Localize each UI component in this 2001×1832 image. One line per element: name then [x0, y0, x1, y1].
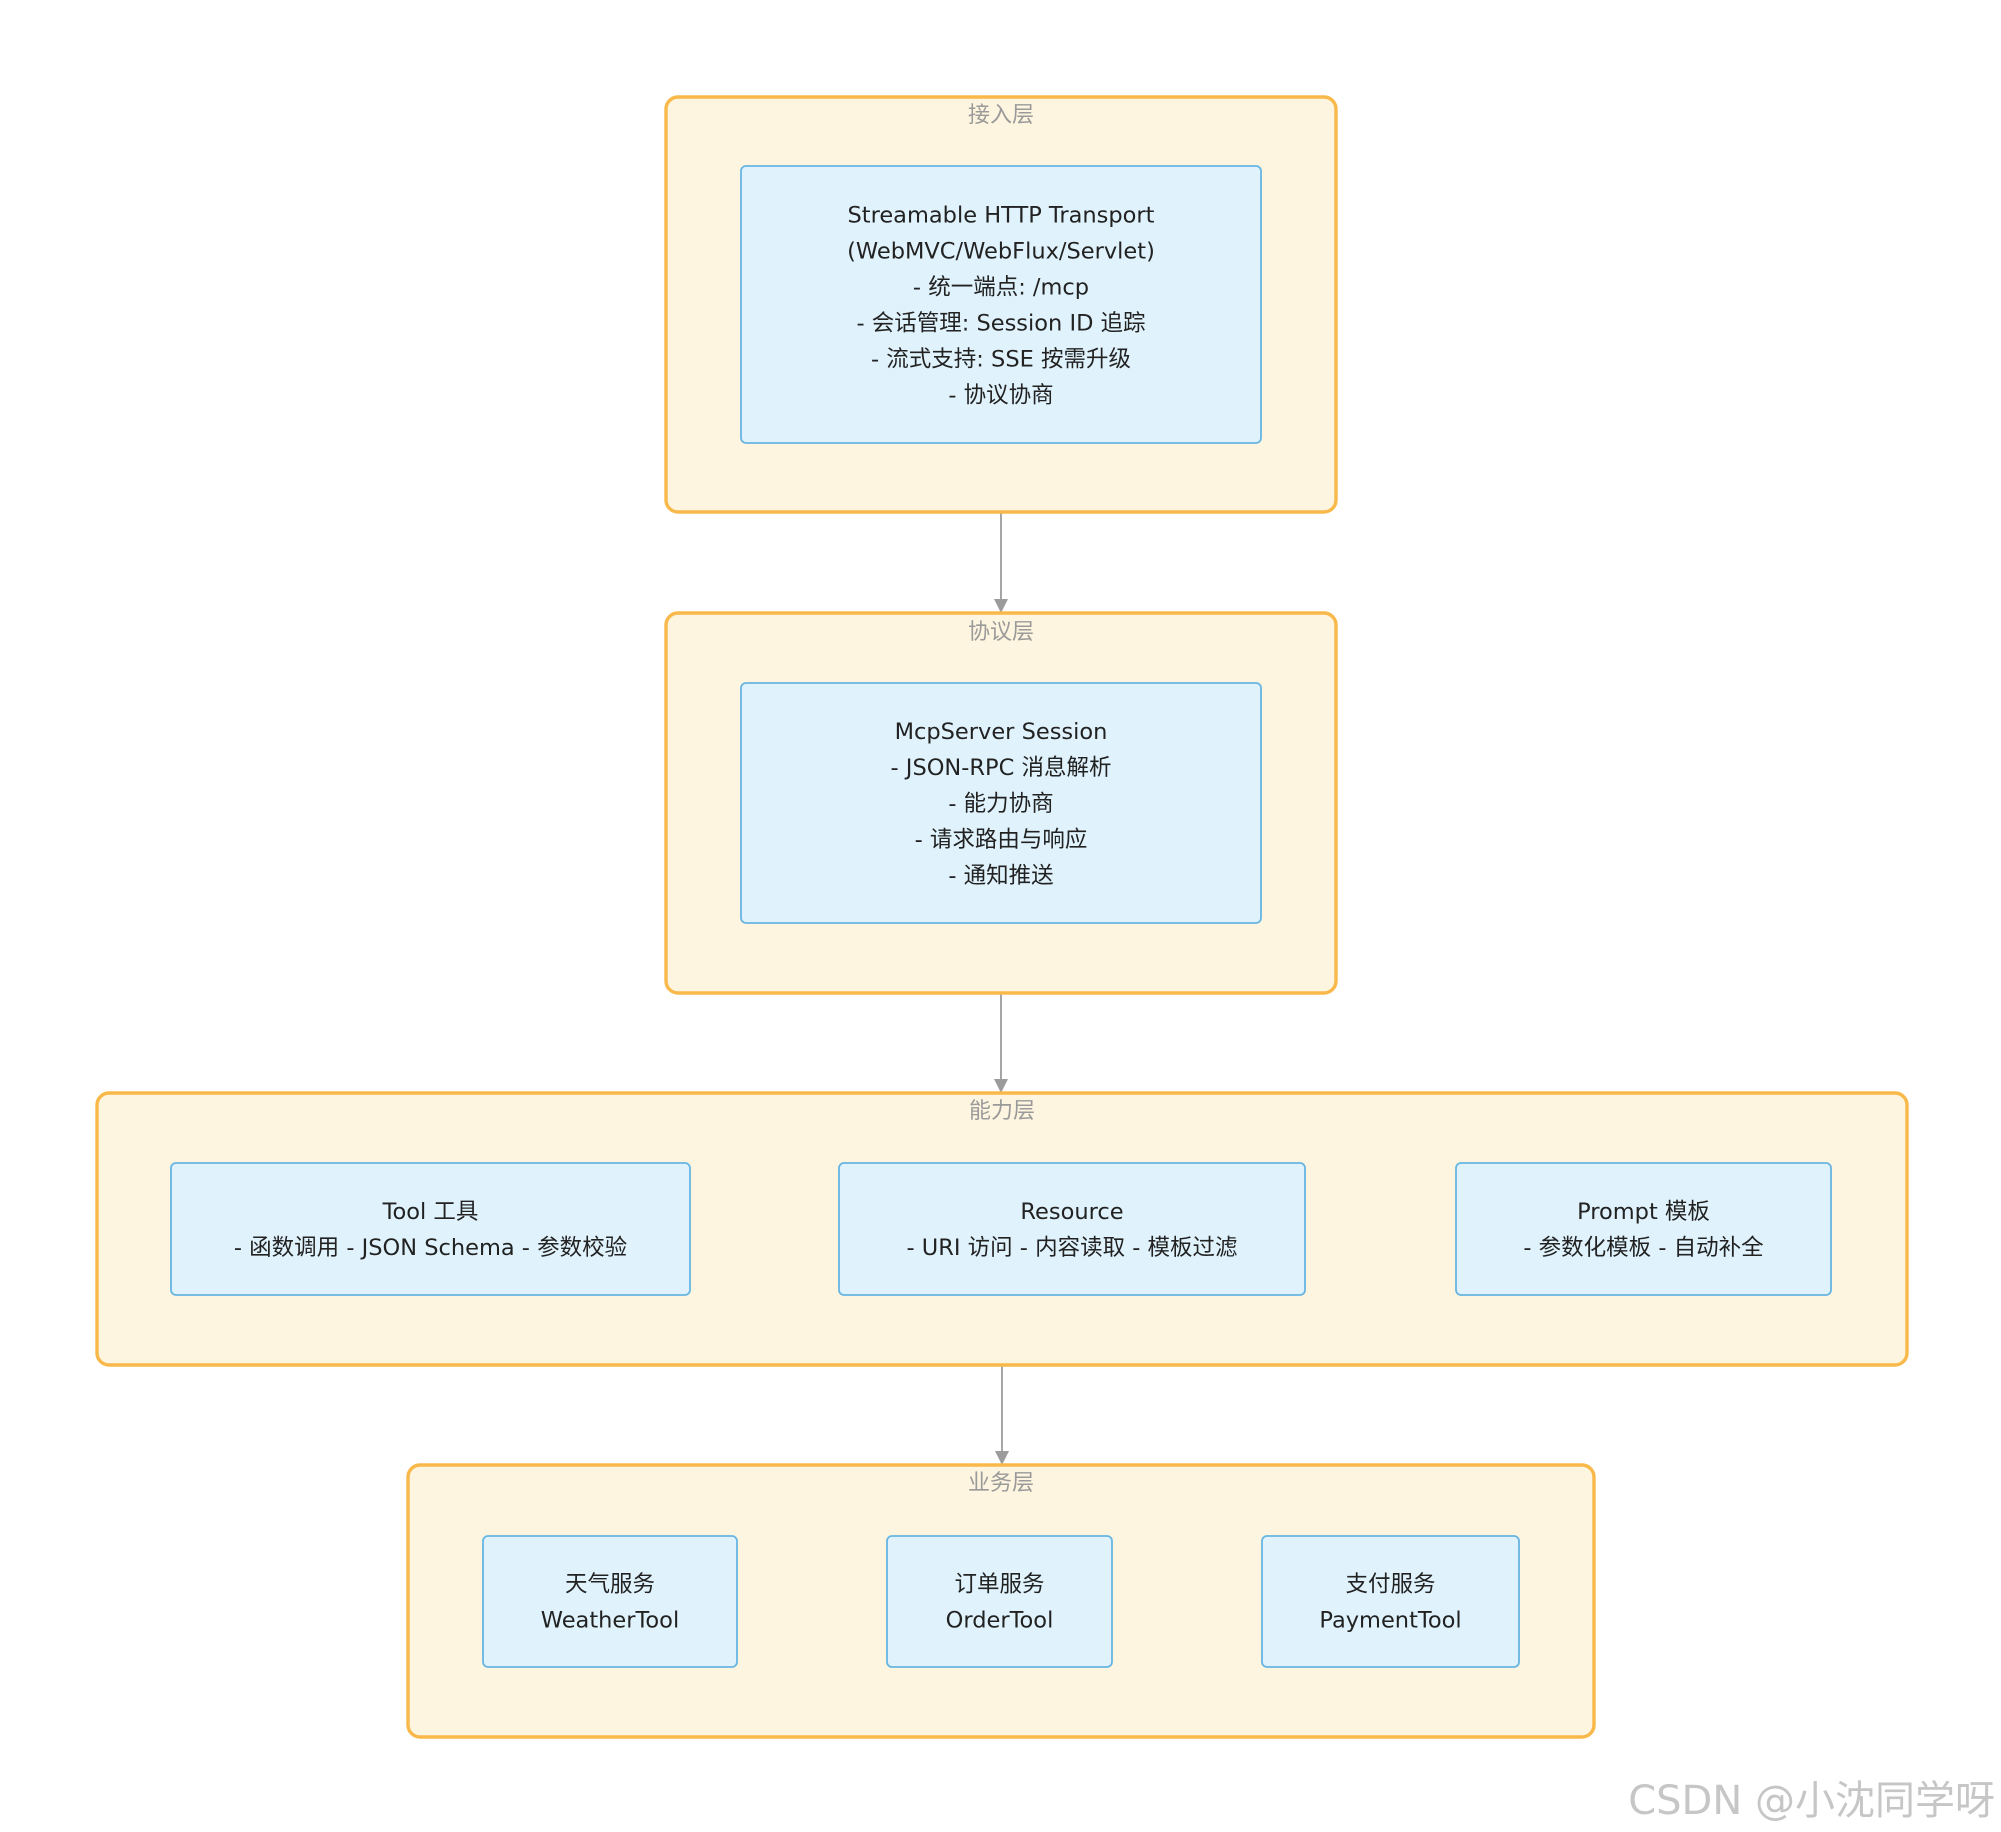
node-line-payment-0: 支付服务 — [1345, 1572, 1435, 1598]
node-line-resource-0: Resource — [1020, 1199, 1123, 1225]
node-line-order-1: OrderTool — [946, 1608, 1054, 1634]
layer-access: 接入层 Streamable HTTP Transport (WebMVC/WebF… — [664, 95, 1338, 514]
layer-title-protocol: 协议层 — [968, 620, 1034, 645]
node-box-prompt[interactable] — [1455, 1162, 1832, 1296]
node-line-weather-0: 天气服务 — [565, 1572, 655, 1598]
node-line-transport-2: - 统一端点: /mcp — [913, 275, 1089, 301]
node-line-transport-4: - 流式支持: SSE 按需升级 — [871, 347, 1131, 373]
node-line-prompt-1: - 参数化模板 - 自动补全 — [1523, 1235, 1763, 1261]
edge-access-to-protocol-arrowhead — [994, 599, 1008, 613]
node-session[interactable]: McpServer Session - JSON-RPC 消息解析 - 能力协商 - … — [740, 682, 1262, 924]
node-line-session-3: - 请求路由与响应 — [915, 827, 1088, 853]
node-line-session-1: - JSON-RPC 消息解析 — [891, 755, 1112, 781]
node-line-prompt-0: Prompt 模板 — [1577, 1199, 1710, 1225]
node-box-transport[interactable] — [740, 165, 1262, 444]
node-order[interactable]: 订单服务 OrderTool — [886, 1535, 1113, 1668]
node-line-transport-0: Streamable HTTP Transport — [847, 203, 1154, 229]
node-line-tool-1: - 函数调用 - JSON Schema - 参数校验 — [234, 1235, 627, 1261]
node-box-tool[interactable] — [170, 1162, 691, 1296]
node-box-order[interactable] — [886, 1535, 1113, 1668]
layer-protocol: 协议层 McpServer Session - JSON-RPC 消息解析 - 能力协… — [664, 611, 1338, 995]
layer-title-capability: 能力层 — [969, 1099, 1035, 1124]
node-line-session-0: McpServer Session — [895, 719, 1108, 745]
node-box-resource[interactable] — [838, 1162, 1306, 1296]
node-payment[interactable]: 支付服务 PaymentTool — [1261, 1535, 1520, 1668]
node-line-tool-0: Tool 工具 — [382, 1199, 479, 1225]
edge-protocol-to-capability — [994, 993, 1008, 1093]
node-line-payment-1: PaymentTool — [1319, 1608, 1461, 1634]
edge-protocol-to-capability-arrowhead — [994, 1079, 1008, 1093]
edge-capability-to-business-arrowhead — [995, 1451, 1009, 1465]
node-weather[interactable]: 天气服务 WeatherTool — [482, 1535, 738, 1668]
node-line-session-2: - 能力协商 — [948, 791, 1053, 817]
watermark: CSDN @小沈同学呀 — [1628, 1778, 1995, 1824]
layer-title-business: 业务层 — [968, 1471, 1034, 1496]
node-resource[interactable]: Resource - URI 访问 - 内容读取 - 模板过滤 — [838, 1162, 1306, 1296]
edge-capability-to-business — [995, 1365, 1009, 1465]
node-line-transport-1: (WebMVC/WebFlux/Servlet) — [847, 239, 1155, 265]
layer-title-access: 接入层 — [968, 103, 1034, 128]
node-line-resource-1: - URI 访问 - 内容读取 - 模板过滤 — [906, 1235, 1237, 1261]
node-line-order-0: 订单服务 — [954, 1572, 1044, 1598]
node-line-transport-5: - 协议协商 — [948, 383, 1053, 409]
node-transport[interactable]: Streamable HTTP Transport (WebMVC/WebFlux… — [740, 165, 1262, 444]
edge-access-to-protocol — [994, 512, 1008, 613]
node-box-payment[interactable] — [1261, 1535, 1520, 1668]
node-line-session-4: - 通知推送 — [948, 863, 1053, 889]
node-prompt[interactable]: Prompt 模板 - 参数化模板 - 自动补全 — [1455, 1162, 1832, 1296]
node-box-session[interactable] — [740, 682, 1262, 924]
layer-capability: 能力层 Tool 工具 - 函数调用 - JSON Schema - 参数校验 Res… — [95, 1091, 1909, 1367]
layers: 接入层 Streamable HTTP Transport (WebMVC/WebF… — [95, 95, 1909, 1739]
node-line-weather-1: WeatherTool — [541, 1608, 679, 1634]
node-box-weather[interactable] — [482, 1535, 738, 1668]
node-tool[interactable]: Tool 工具 - 函数调用 - JSON Schema - 参数校验 — [170, 1162, 691, 1296]
node-line-transport-3: - 会话管理: Session ID 追踪 — [856, 311, 1145, 337]
